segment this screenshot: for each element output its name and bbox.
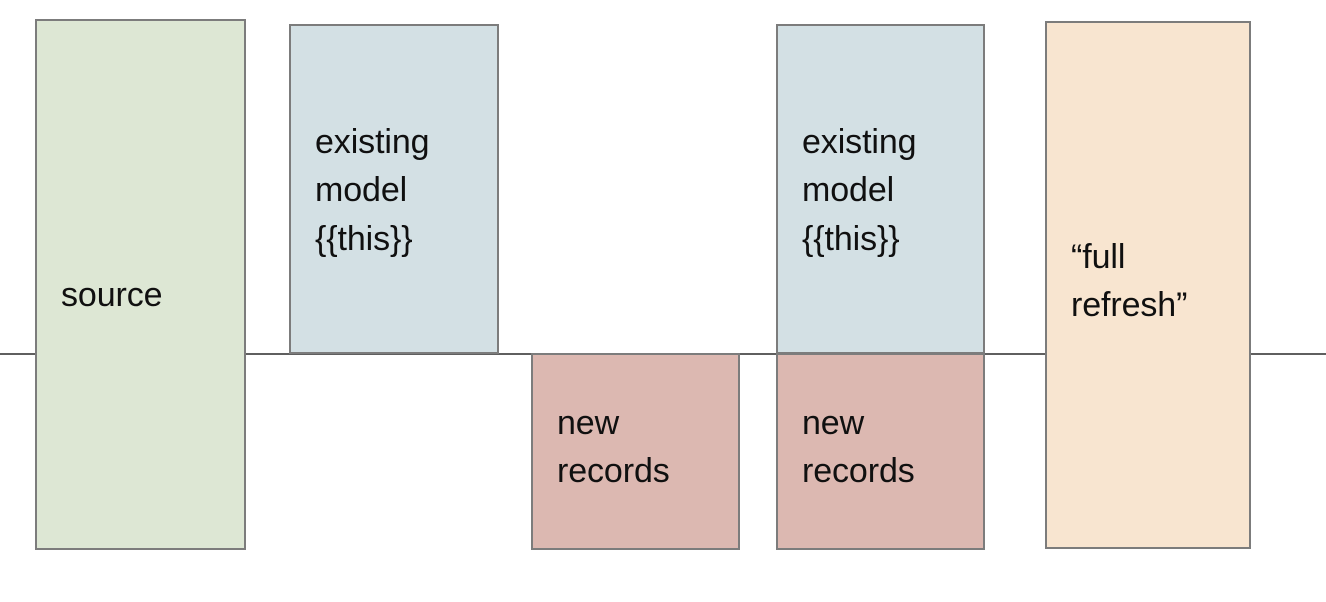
box-existing-model-2-label: existing model {{this}} (802, 123, 917, 258)
box-existing-model-1[interactable]: existing model {{this}} (289, 24, 499, 354)
box-existing-model-2[interactable]: existing model {{this}} (776, 24, 985, 354)
box-new-records-2[interactable]: new records (776, 353, 985, 550)
box-source-label: source (61, 276, 163, 314)
box-new-records-1-label: new records (557, 404, 670, 491)
box-new-records-2-label: new records (802, 404, 915, 491)
box-new-records-1[interactable]: new records (531, 353, 740, 550)
box-full-refresh[interactable]: “full refresh” (1045, 21, 1251, 549)
box-full-refresh-label: “full refresh” (1071, 238, 1188, 325)
box-existing-model-1-label: existing model {{this}} (315, 123, 430, 258)
box-source[interactable]: source (35, 19, 246, 550)
